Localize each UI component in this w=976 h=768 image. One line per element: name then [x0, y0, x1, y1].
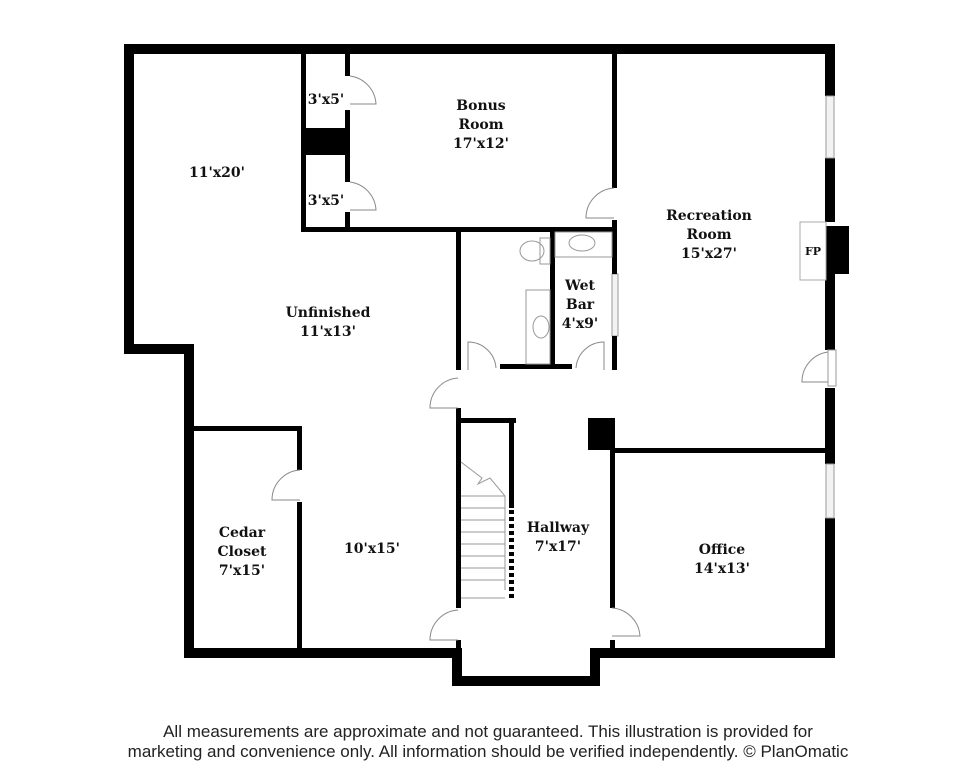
- room-name-recreation-2: Room: [686, 227, 731, 243]
- window-wet-bar: [611, 273, 619, 337]
- doors: [271, 75, 837, 641]
- staircase: [460, 461, 506, 599]
- fixtures: [519, 231, 613, 365]
- door-hallway-south-west: [429, 609, 459, 641]
- door-closet-1: [349, 75, 377, 105]
- room-name-bonus-2: Room: [458, 117, 503, 133]
- windows: [611, 95, 835, 519]
- room-dims-closet-1: 3'x5': [308, 92, 344, 108]
- room-dims-recreation: 15'x27': [681, 246, 737, 262]
- room-name-cedar-closet-2: Closet: [217, 544, 267, 560]
- door-closet-2: [349, 181, 377, 211]
- exterior-walls: [124, 44, 849, 686]
- window-office: [825, 463, 835, 519]
- room-name-cedar-closet-1: Cedar: [219, 525, 266, 541]
- room-labels: 11'x20' 3'x5' 3'x5' Bonus Room 17'x12' R…: [189, 92, 752, 579]
- window-recreation-north: [825, 95, 835, 159]
- interior-walls: [194, 54, 830, 650]
- disclaimer: All measurements are approximate and not…: [0, 722, 976, 762]
- fireplace-label: FP: [805, 245, 821, 258]
- room-dims-bonus: 17'x12': [453, 136, 509, 152]
- room-dims-cedar-closet: 7'x15': [219, 563, 265, 579]
- door-recreation-exterior: [801, 351, 829, 383]
- room-name-hallway: Hallway: [527, 520, 590, 536]
- fireplace: FP: [799, 221, 827, 281]
- room-dims-hallway: 7'x17': [535, 539, 581, 555]
- disclaimer-line-1: All measurements are approximate and not…: [163, 722, 813, 741]
- room-dims-closet-2: 3'x5': [308, 193, 344, 209]
- door-office: [611, 607, 641, 637]
- room-name-bonus-1: Bonus: [456, 98, 506, 114]
- room-name-recreation-1: Recreation: [666, 208, 752, 224]
- stair-railing: [509, 510, 514, 598]
- door-cedar-closet: [271, 469, 301, 501]
- door-bonus-recreation: [585, 187, 615, 219]
- bathroom-sink-icon: [525, 289, 551, 365]
- room-name-wet-bar-1: Wet: [564, 278, 595, 294]
- floor-plan: FP: [124, 44, 849, 686]
- room-dims-unfinished: 11'x13': [300, 324, 356, 340]
- door-hallway-north: [429, 377, 459, 409]
- room-name-unfinished: Unfinished: [286, 305, 371, 321]
- room-dims-office: 14'x13': [694, 561, 750, 577]
- room-dims-unfinished-north: 11'x20': [189, 165, 245, 181]
- door-wet-bar: [575, 341, 605, 370]
- toilet-icon: [519, 237, 551, 265]
- room-name-wet-bar-2: Bar: [566, 297, 595, 313]
- room-name-office: Office: [699, 542, 746, 558]
- room-dims-wet-bar: 4'x9': [562, 316, 598, 332]
- disclaimer-line-2: marketing and convenience only. All info…: [127, 742, 849, 761]
- wet-bar-sink-icon: [554, 231, 613, 258]
- door-bathroom: [467, 341, 497, 370]
- room-dims-unfinished-south: 10'x15': [344, 541, 400, 557]
